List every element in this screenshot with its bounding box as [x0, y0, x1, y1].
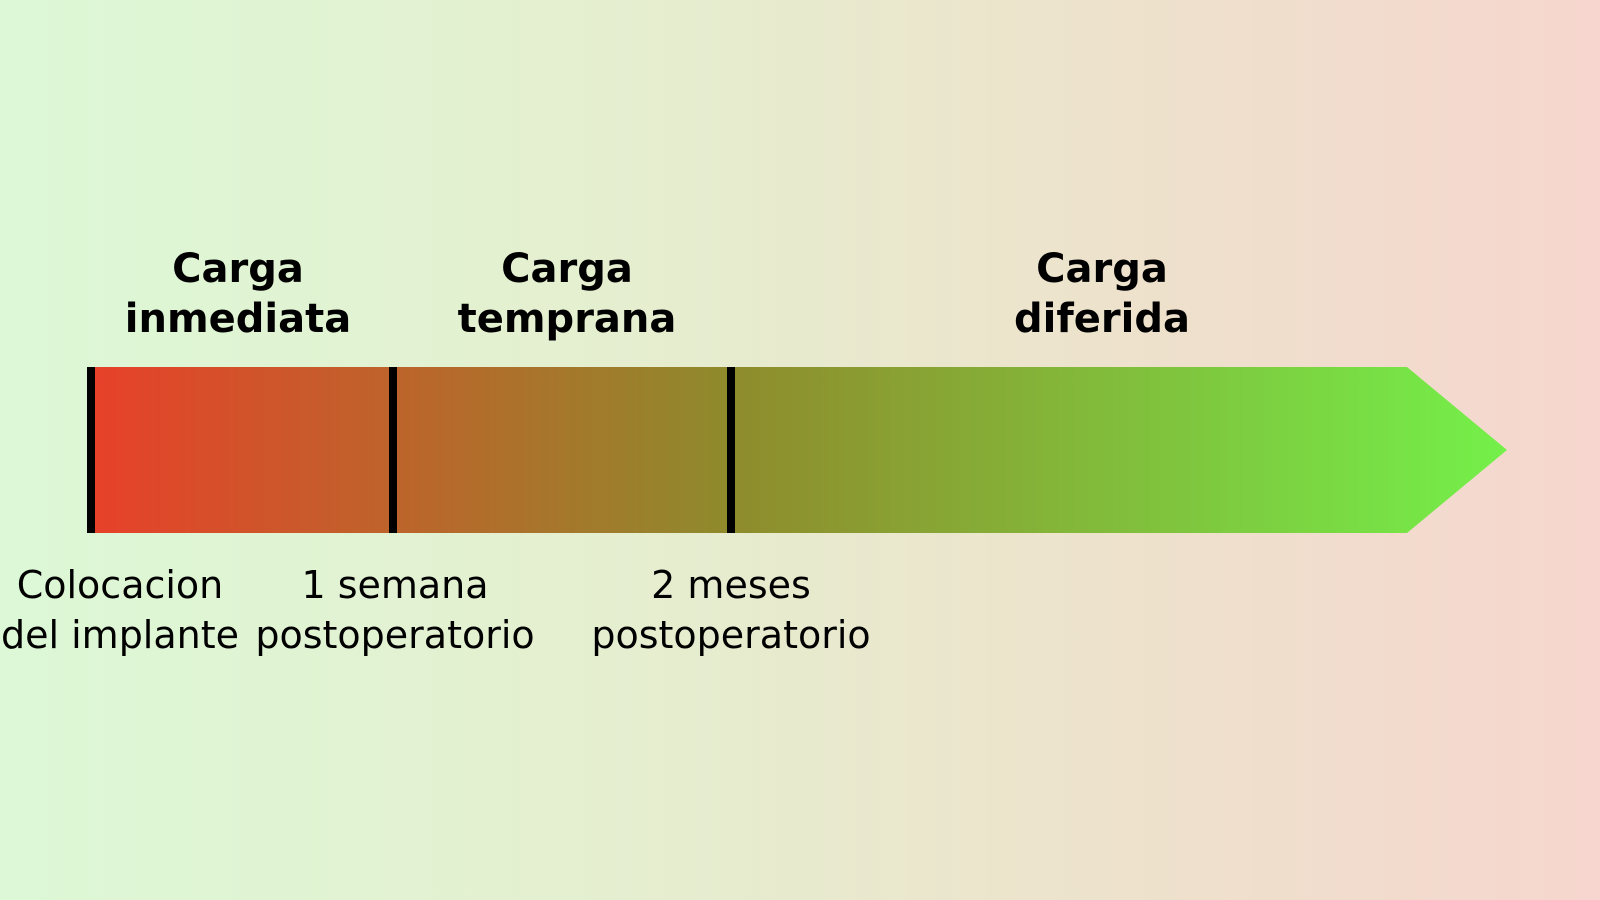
divider-2-months: [727, 367, 735, 533]
phase-label: inmediata: [124, 296, 352, 342]
milestone-label: del implante: [0, 613, 240, 657]
arrow-body: [87, 367, 1507, 533]
phase-early-load: Carga temprana: [458, 244, 677, 344]
milestone-2-months: 2 meses postoperatorio: [591, 560, 870, 660]
phase-label: temprana: [457, 296, 677, 342]
milestone-1-week: 1 semana postoperatorio: [255, 560, 534, 660]
phase-label: Carga: [172, 246, 304, 292]
milestone-label: 1 semana: [301, 563, 489, 607]
milestone-label: Colocacion: [16, 563, 224, 607]
phase-label: Carga: [501, 246, 633, 292]
milestone-label: postoperatorio: [591, 613, 871, 657]
phase-immediate-load: Carga inmediata: [125, 244, 351, 344]
divider-start: [87, 367, 95, 533]
phase-label: diferida: [1014, 296, 1190, 342]
divider-1-week: [389, 367, 397, 533]
phase-label: Carga: [1036, 246, 1168, 292]
milestone-label: 2 meses: [651, 563, 811, 607]
milestone-implant-placement: Colocacion del implante: [1, 560, 239, 660]
phase-delayed-load: Carga diferida: [1014, 244, 1190, 344]
milestone-label: postoperatorio: [255, 613, 535, 657]
